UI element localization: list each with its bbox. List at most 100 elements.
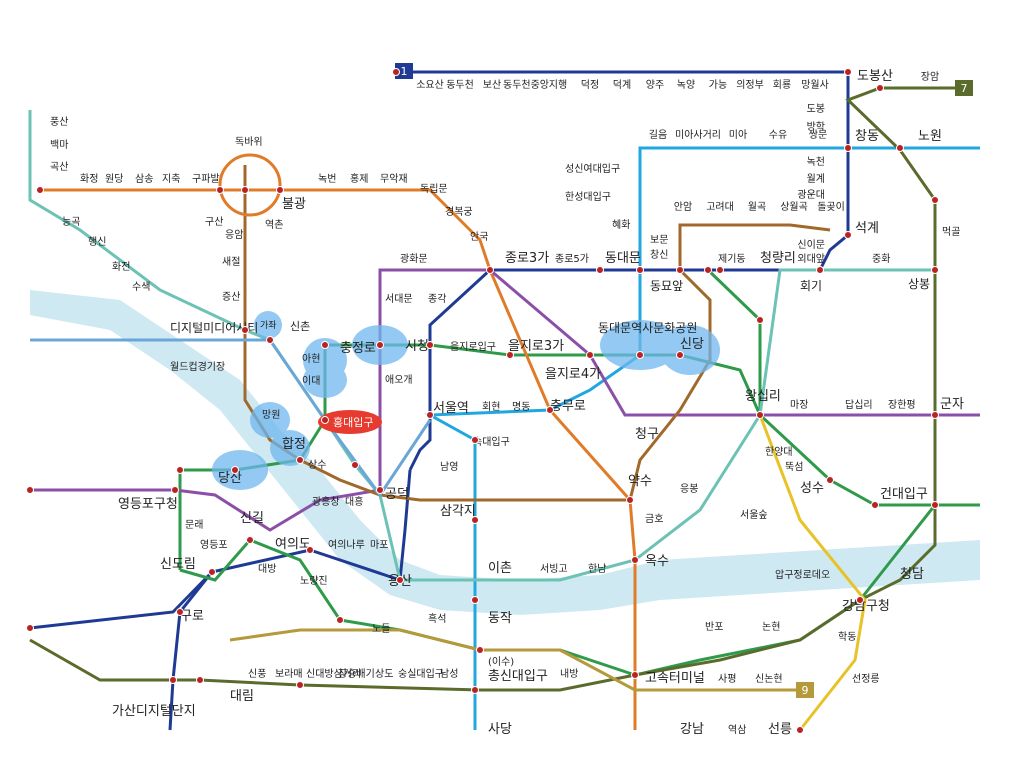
- station-dot[interactable]: [241, 326, 249, 334]
- label-euljiro3: 을지로3가: [508, 339, 564, 354]
- station-dot[interactable]: [471, 516, 479, 524]
- station-dot[interactable]: [196, 676, 204, 684]
- label-janghanpyeong: 장한평: [888, 399, 916, 411]
- station-line4n-2: 미아: [729, 129, 747, 141]
- station-dot[interactable]: [176, 466, 184, 474]
- label-guro: 구로: [180, 609, 204, 624]
- station-dot[interactable]: [26, 486, 34, 494]
- station-dot[interactable]: [596, 266, 604, 274]
- station-dot[interactable]: [176, 608, 184, 616]
- label-heukseok: 흑석: [428, 612, 446, 625]
- label-nonhyeon: 논현: [762, 621, 780, 633]
- station-dot[interactable]: [246, 536, 254, 544]
- station-dot[interactable]: [476, 646, 484, 654]
- station-dot[interactable]: [931, 266, 939, 274]
- station-dot[interactable]: [376, 341, 384, 349]
- station-dot[interactable]: [171, 486, 179, 494]
- station-top-2: 보산: [483, 79, 501, 91]
- station-dot[interactable]: [392, 68, 400, 76]
- label-sindorim: 신도림: [160, 557, 196, 572]
- station-dot[interactable]: [856, 596, 864, 604]
- station-dobong-0: 도봉: [807, 103, 825, 115]
- station-dot[interactable]: [626, 496, 634, 504]
- label-seonjeongneung: 선정릉: [852, 673, 880, 685]
- line-7: [29, 86, 955, 692]
- station-dot[interactable]: [876, 84, 884, 92]
- station-dot[interactable]: [896, 144, 904, 152]
- station-dot[interactable]: [704, 266, 712, 274]
- label-hoehyeon: 회현: [482, 401, 500, 413]
- station-top-9: 가능: [709, 79, 727, 91]
- station-dot[interactable]: [321, 341, 329, 349]
- station-dot[interactable]: [396, 576, 404, 584]
- station-dot[interactable]: [426, 341, 434, 349]
- station-dot[interactable]: [26, 624, 34, 632]
- station-dot[interactable]: [796, 726, 804, 734]
- station-dot[interactable]: [931, 411, 939, 419]
- station-west-muakjae: 무악재: [380, 173, 408, 185]
- station-dot[interactable]: [216, 186, 224, 194]
- station-dot[interactable]: [676, 266, 684, 274]
- station-dot[interactable]: [376, 486, 384, 494]
- label-seoulsup: 서울숲: [740, 509, 768, 521]
- station-west-samsong: 삼송: [135, 173, 153, 185]
- station-west-hongje: 홍제: [350, 172, 368, 185]
- station-dot[interactable]: [36, 186, 44, 194]
- label-wangsimni: 왕십리: [745, 389, 781, 404]
- station-dot[interactable]: [471, 436, 479, 444]
- station-west-haengsin: 행신: [88, 236, 106, 248]
- station-dot[interactable]: [756, 316, 764, 324]
- label-daeheung: 대흥: [345, 495, 363, 508]
- station-dot[interactable]: [506, 351, 514, 359]
- station-dot[interactable]: [296, 681, 304, 689]
- station-dot[interactable]: [266, 336, 274, 344]
- label-aeogae: 애오개: [385, 374, 413, 386]
- station-dot[interactable]: [546, 406, 554, 414]
- station-dot[interactable]: [931, 196, 939, 204]
- station-dot[interactable]: [426, 411, 434, 419]
- station-top-13: 도봉산: [857, 69, 893, 84]
- station-dot[interactable]: [486, 266, 494, 274]
- station-dot[interactable]: [636, 266, 644, 274]
- station-west-nokbeon: 녹번: [318, 173, 336, 185]
- label-eungam: 응암: [225, 229, 243, 241]
- han-river: [30, 290, 980, 615]
- station-top-6: 덕계: [613, 79, 631, 91]
- station-dot[interactable]: [756, 411, 764, 419]
- station-dot[interactable]: [586, 351, 594, 359]
- station-dot[interactable]: [826, 476, 834, 484]
- station-dot[interactable]: [208, 568, 216, 576]
- station-dot[interactable]: [336, 616, 344, 624]
- label-gajwa: 가좌: [260, 320, 277, 331]
- station-dot[interactable]: [276, 186, 284, 194]
- label-euljiro1: 을지로입구: [450, 340, 496, 353]
- station-dot[interactable]: [241, 186, 249, 194]
- station-dot[interactable]: [844, 231, 852, 239]
- station-dot[interactable]: [231, 466, 239, 474]
- station-dot[interactable]: [844, 144, 852, 152]
- line-4: [424, 146, 980, 730]
- label-mullae: 문래: [185, 519, 203, 531]
- station-dot[interactable]: [321, 416, 329, 424]
- station-dot[interactable]: [931, 501, 939, 509]
- station-dot[interactable]: [871, 501, 879, 509]
- station-dot[interactable]: [631, 671, 639, 679]
- station-dot[interactable]: [169, 676, 177, 684]
- label-changdong: 창동: [855, 129, 879, 144]
- station-dot[interactable]: [471, 596, 479, 604]
- line-9-badge-label: 9: [802, 684, 809, 697]
- station-dot[interactable]: [844, 68, 852, 76]
- station-dot[interactable]: [306, 546, 314, 554]
- station-dot[interactable]: [676, 351, 684, 359]
- station-dot[interactable]: [471, 686, 479, 694]
- label-ahyeon: 아현: [302, 353, 320, 365]
- station-dot[interactable]: [816, 266, 824, 274]
- station-dot[interactable]: [631, 556, 639, 564]
- station-dot[interactable]: [351, 461, 359, 469]
- label-jongno3: 종로3가: [505, 251, 549, 266]
- station-dot[interactable]: [636, 351, 644, 359]
- station-dot[interactable]: [716, 266, 724, 274]
- label-seoul-station: 서울역: [433, 401, 469, 416]
- station-dot[interactable]: [296, 456, 304, 464]
